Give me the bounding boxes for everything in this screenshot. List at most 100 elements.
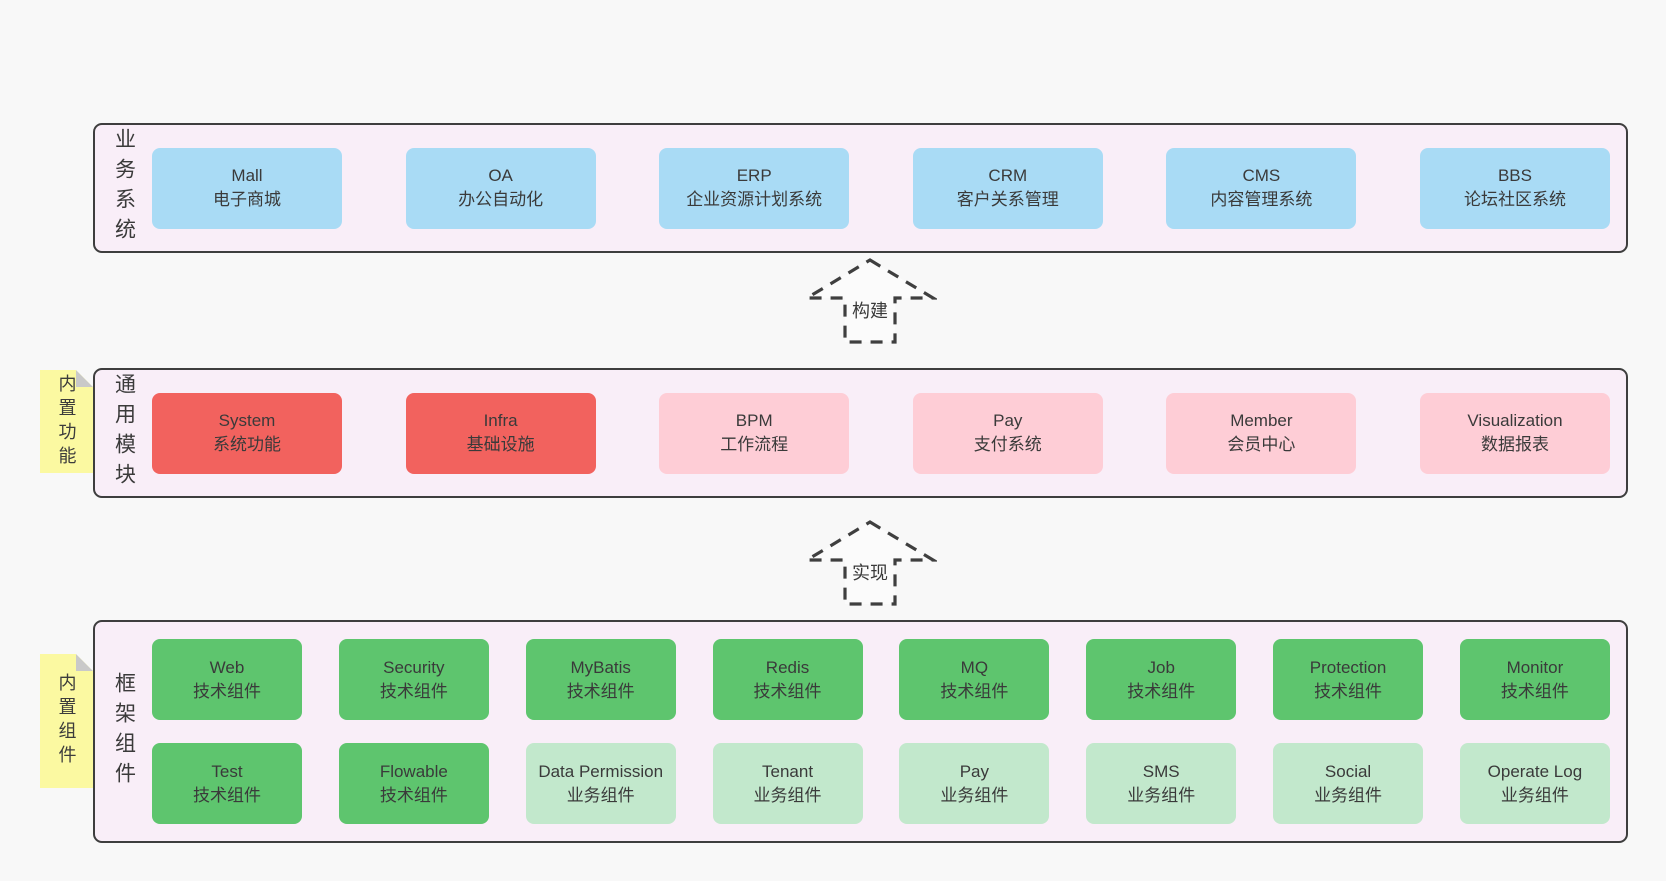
business-systems-panel-label: 业务系统 [112,128,136,248]
box-crm: CRM 客户关系管理 [912,147,1103,229]
box-monitor: Monitor 技术组件 [1459,639,1610,720]
box-title: CRM [988,166,1028,185]
box-mall: Mall 电子商城 [152,147,342,229]
box-title: MyBatis [570,657,631,677]
box-title: CMS [1242,166,1281,185]
box-subtitle: 会员中心 [1227,435,1296,454]
box-title: Infra [483,411,518,430]
box-subtitle: 技术组件 [1500,681,1569,701]
box-bpm: BPM 工作流程 [659,392,850,474]
box-title: Mall [231,166,263,185]
box-test: Test 技术组件 [152,743,302,824]
business-systems-boxes: Mall 电子商城 OA 办公自动化 ERP 企业资源计划系统 CRM 客户关系… [152,125,1610,251]
box-subtitle: 技术组件 [379,681,448,701]
box-subtitle: 技术组件 [940,681,1009,701]
box-subtitle: 技术组件 [379,785,448,805]
box-job: Job 技术组件 [1086,639,1237,720]
box-redis: Redis 技术组件 [712,639,863,720]
box-subtitle: 系统功能 [213,435,281,454]
box-subtitle: 客户关系管理 [956,190,1059,209]
box-subtitle: 电子商城 [213,190,281,209]
box-member: Member 会员中心 [1166,392,1357,474]
build-arrow-label: 构建 [849,297,891,323]
box-pay-module: Pay 支付系统 [912,392,1103,474]
box-title: ERP [736,166,772,185]
box-title: Test [211,761,243,781]
sticky-note-text: 内置组件 [56,673,77,769]
box-title: SMS [1142,761,1180,781]
box-tenant: Tenant 业务组件 [712,743,863,824]
box-title: Member [1230,411,1293,430]
implement-arrow-label: 实现 [849,559,891,585]
box-title: Social [1324,761,1372,781]
box-flowable: Flowable 技术组件 [338,743,489,824]
box-subtitle: 办公自动化 [458,190,544,209]
box-title: Visualization [1467,411,1563,430]
framework-components-panel: 框架组件 Web 技术组件 Security 技术组件 MyBatis 技术组件… [93,620,1628,843]
box-subtitle: 技术组件 [1127,681,1196,701]
biz-components-row: Test 技术组件 Flowable 技术组件 Data Permission … [152,743,1610,824]
box-sms: SMS 业务组件 [1086,743,1237,824]
box-subtitle: 业务组件 [753,785,822,805]
builtin-features-sticky-note: 内置功能 [40,370,93,473]
box-social: Social 业务组件 [1273,743,1424,824]
box-subtitle: 业务组件 [1127,785,1196,805]
box-data-permission: Data Permission 业务组件 [525,743,676,824]
box-subtitle: 业务组件 [1500,785,1569,805]
box-title: Security [383,657,445,677]
box-web: Web 技术组件 [152,639,302,720]
box-subtitle: 基础设施 [466,435,535,454]
box-mq: MQ 技术组件 [899,639,1050,720]
box-subtitle: 技术组件 [193,681,261,701]
common-modules-panel-label: 通用模块 [112,373,136,493]
framework-components-panel-label: 框架组件 [112,671,136,792]
box-title: Pay [959,761,990,781]
box-mybatis: MyBatis 技术组件 [525,639,676,720]
box-title: Redis [765,657,810,677]
build-arrow: 构建 [803,256,937,346]
box-operate-log: Operate Log 业务组件 [1459,743,1610,824]
box-subtitle: 技术组件 [193,785,261,805]
box-infra: Infra 基础设施 [405,392,596,474]
box-bbs: BBS 论坛社区系统 [1419,147,1610,229]
box-subtitle: 技术组件 [566,681,635,701]
box-subtitle: 工作流程 [720,435,789,454]
implement-arrow: 实现 [803,518,937,608]
business-systems-panel: 业务系统 Mall 电子商城 OA 办公自动化 ERP 企业资源计划系统 CRM… [93,123,1628,253]
box-subtitle: 业务组件 [1314,785,1383,805]
box-pay-component: Pay 业务组件 [899,743,1050,824]
box-subtitle: 业务组件 [940,785,1009,805]
box-subtitle: 论坛社区系统 [1463,190,1566,209]
box-subtitle: 业务组件 [566,785,635,805]
box-cms: CMS 内容管理系统 [1166,147,1357,229]
box-oa: OA 办公自动化 [405,147,596,229]
common-modules-panel: 通用模块 System 系统功能 Infra 基础设施 BPM 工作流程 Pay… [93,368,1628,498]
box-subtitle: 数据报表 [1480,435,1549,454]
box-title: Pay [993,411,1023,430]
box-title: Data Permission [538,761,664,781]
box-protection: Protection 技术组件 [1273,639,1424,720]
box-subtitle: 支付系统 [973,435,1042,454]
box-title: MQ [960,657,989,677]
box-title: Tenant [762,761,814,781]
box-title: Protection [1309,657,1387,677]
builtin-components-sticky-note: 内置组件 [40,654,93,788]
sticky-note-text: 内置功能 [56,373,77,470]
box-subtitle: 内容管理系统 [1210,190,1313,209]
box-subtitle: 技术组件 [1314,681,1383,701]
box-title: OA [488,166,513,185]
box-title: System [218,411,276,430]
box-title: Web [209,657,245,677]
box-subtitle: 企业资源计划系统 [686,190,823,209]
box-title: BPM [735,411,773,430]
framework-components-rows: Web 技术组件 Security 技术组件 MyBatis 技术组件 Redi… [152,622,1610,841]
box-title: Flowable [379,761,448,781]
box-subtitle: 技术组件 [753,681,822,701]
box-title: Monitor [1506,657,1564,677]
box-title: Job [1147,657,1175,677]
tech-components-row: Web 技术组件 Security 技术组件 MyBatis 技术组件 Redi… [152,639,1610,720]
box-title: BBS [1497,166,1532,185]
common-modules-boxes: System 系统功能 Infra 基础设施 BPM 工作流程 Pay 支付系统… [152,370,1610,496]
box-visualization: Visualization 数据报表 [1419,392,1610,474]
